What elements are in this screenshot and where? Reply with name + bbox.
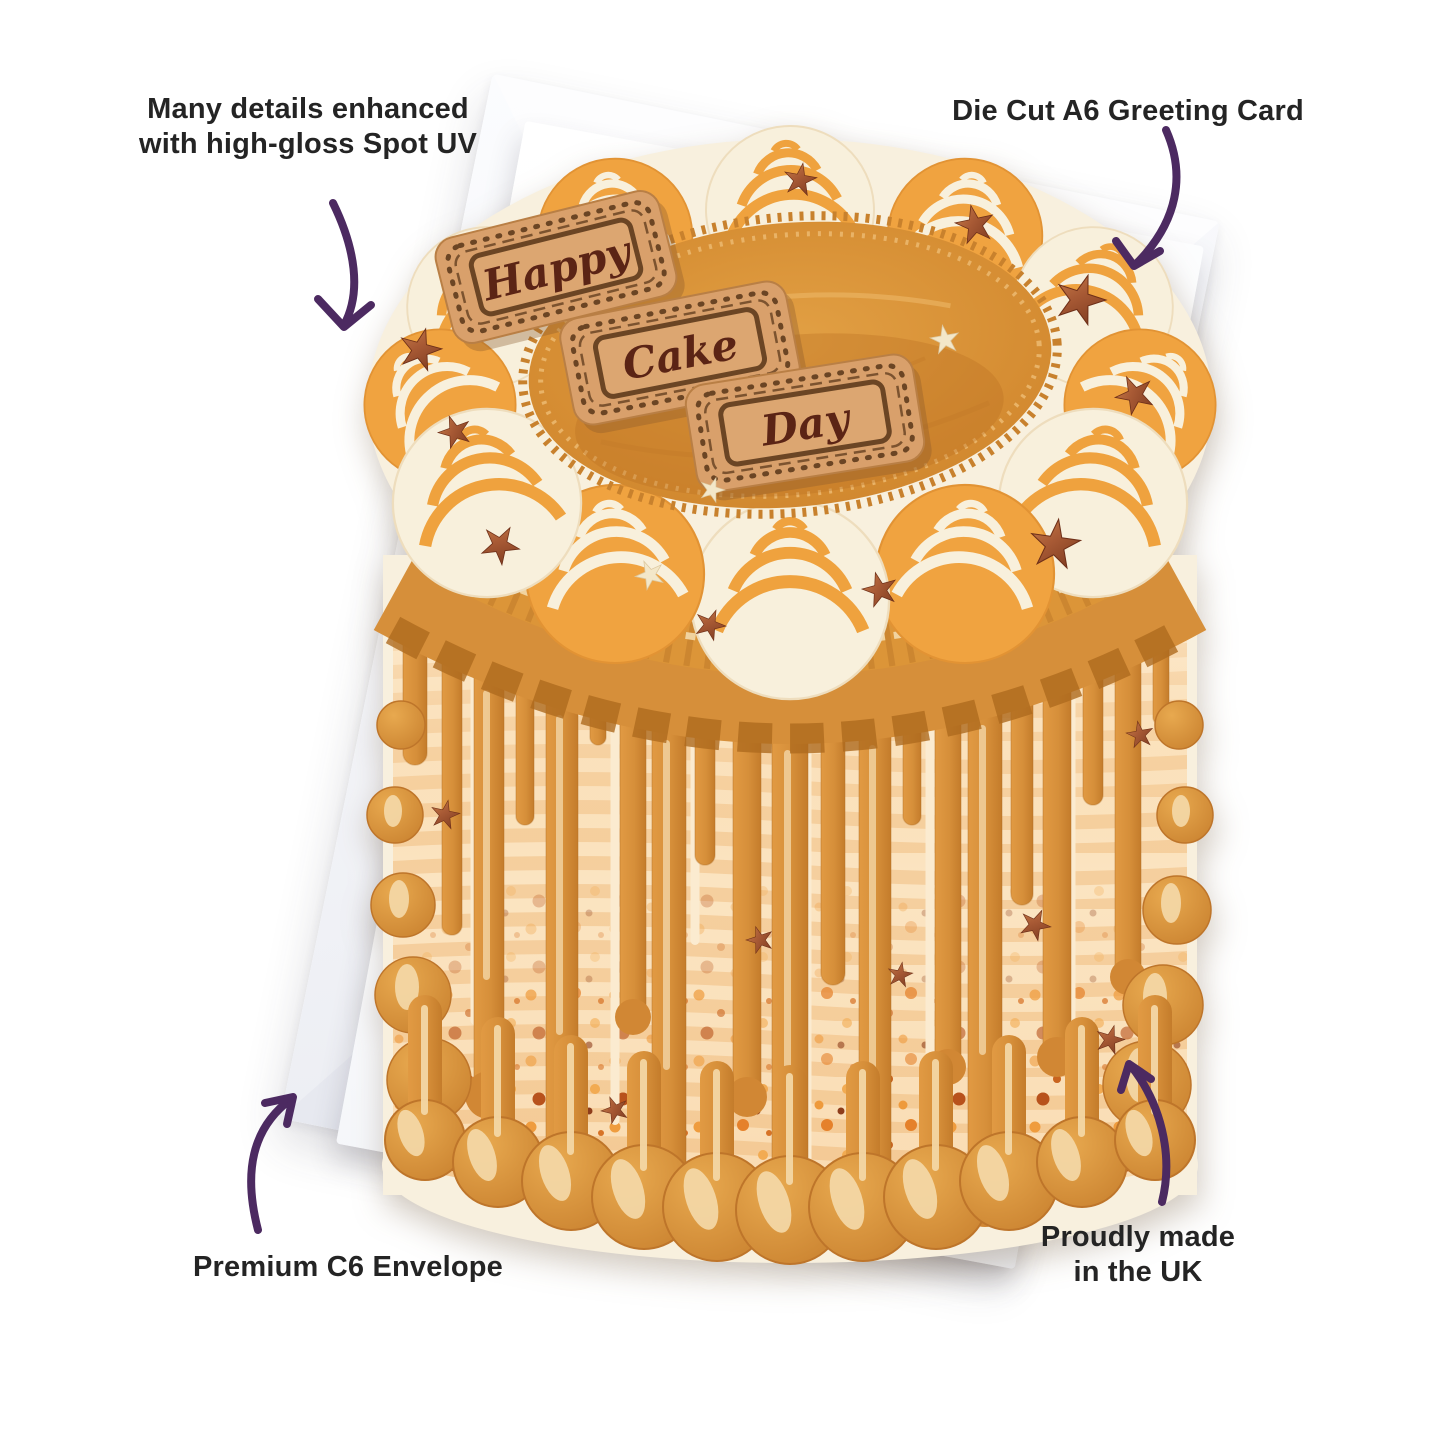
drip-highlights [483, 690, 986, 1080]
label-envelope: Premium C6 Envelope [192, 1251, 503, 1283]
cake-card-illustration: Happy Cake Day [355, 125, 1225, 1265]
biscuit-happy: Happy [431, 185, 689, 357]
biscuit-cake: Cake [557, 277, 811, 438]
label-spot-uv: Many details enhanced with high-gloss Sp… [138, 93, 478, 160]
label-made-in-uk: Proudly made in the UK [1040, 1221, 1236, 1288]
biscuit-day: Day [683, 351, 935, 504]
bottom-bulbs [384, 995, 1196, 1265]
label-die-cut: Die Cut A6 Greeting Card [952, 95, 1304, 127]
